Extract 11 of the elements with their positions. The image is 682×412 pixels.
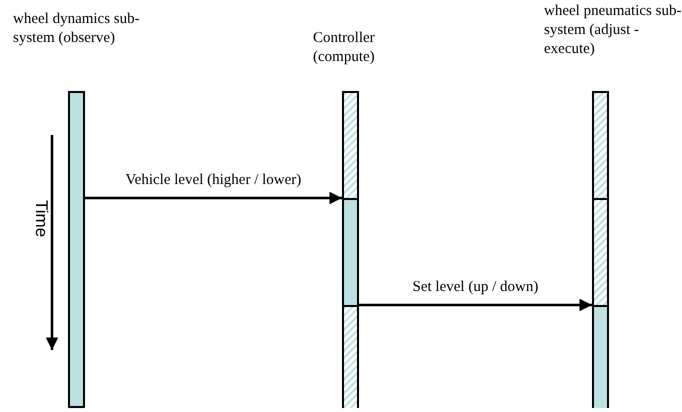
lifeline-bar bbox=[68, 91, 85, 408]
lifeline-bar bbox=[592, 91, 609, 408]
edge-label: Vehicle level (higher / lower) bbox=[124, 172, 304, 189]
lifeline-title: wheel pneumatics sub-system (adjust - execute) bbox=[544, 2, 682, 59]
lifeline-bar bbox=[342, 91, 359, 408]
edge-label: Set level (up / down) bbox=[410, 279, 540, 296]
lifeline-title: Controller (compute) bbox=[313, 29, 376, 67]
message-arrow bbox=[359, 298, 592, 312]
lifeline-title: wheel dynamics sub-system (observe) bbox=[13, 10, 141, 48]
axis-label: Time bbox=[33, 200, 50, 238]
message-arrow bbox=[85, 192, 342, 204]
